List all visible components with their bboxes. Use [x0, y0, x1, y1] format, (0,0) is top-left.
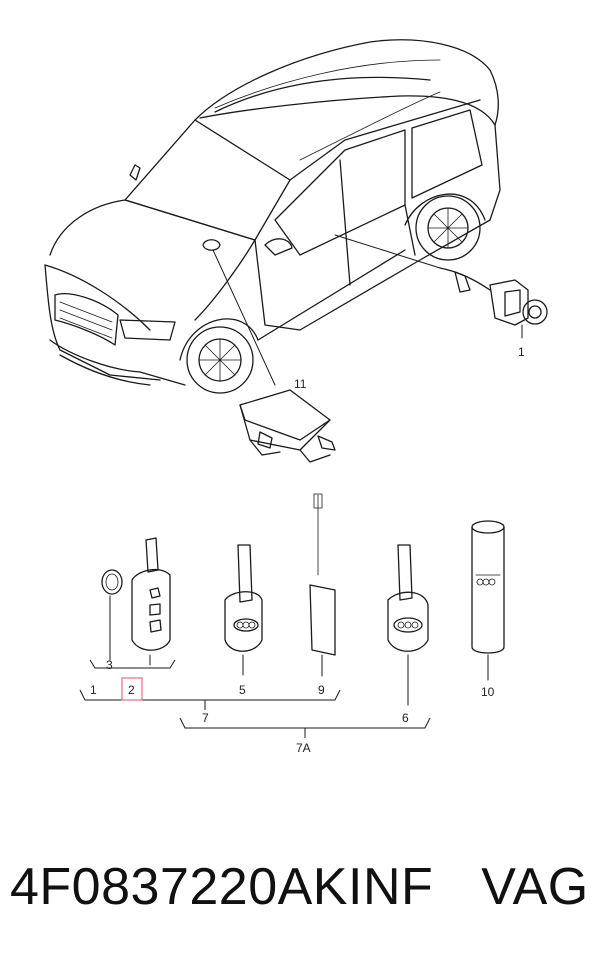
callout-1-vehicle: 1 [518, 345, 525, 359]
callout-11: 11 [294, 377, 307, 391]
callout-1: 1 [90, 683, 97, 697]
callout-7: 7 [202, 711, 209, 725]
remote-key-part [224, 544, 263, 676]
callout-10: 10 [481, 685, 495, 699]
part-caption: 4F0837220AKINF VAG [10, 852, 595, 922]
callout-2: 2 [128, 683, 135, 697]
control-module-part [212, 249, 336, 463]
part-number: 4F0837220AKINF [10, 858, 434, 916]
callout-7a: 7A [296, 741, 311, 755]
highlight-box [121, 677, 143, 701]
key-fob-part [387, 544, 429, 706]
battery-part [101, 569, 123, 661]
callout-5: 5 [239, 683, 246, 697]
vehicle-illustration [44, 39, 501, 394]
callout-6: 6 [402, 711, 409, 725]
supplier-name: VAG [481, 858, 589, 916]
callout-3: 3 [106, 658, 113, 672]
door-handle-sensor-part [334, 234, 548, 339]
parts-diagram: 1 11 3 2 1 5 9 7 6 10 7A [44, 39, 548, 755]
spray-can-part [471, 520, 505, 681]
flip-key-part [131, 537, 171, 666]
bracket-lines [79, 659, 431, 738]
transponder-card-part [309, 493, 336, 677]
callout-9: 9 [318, 683, 325, 697]
